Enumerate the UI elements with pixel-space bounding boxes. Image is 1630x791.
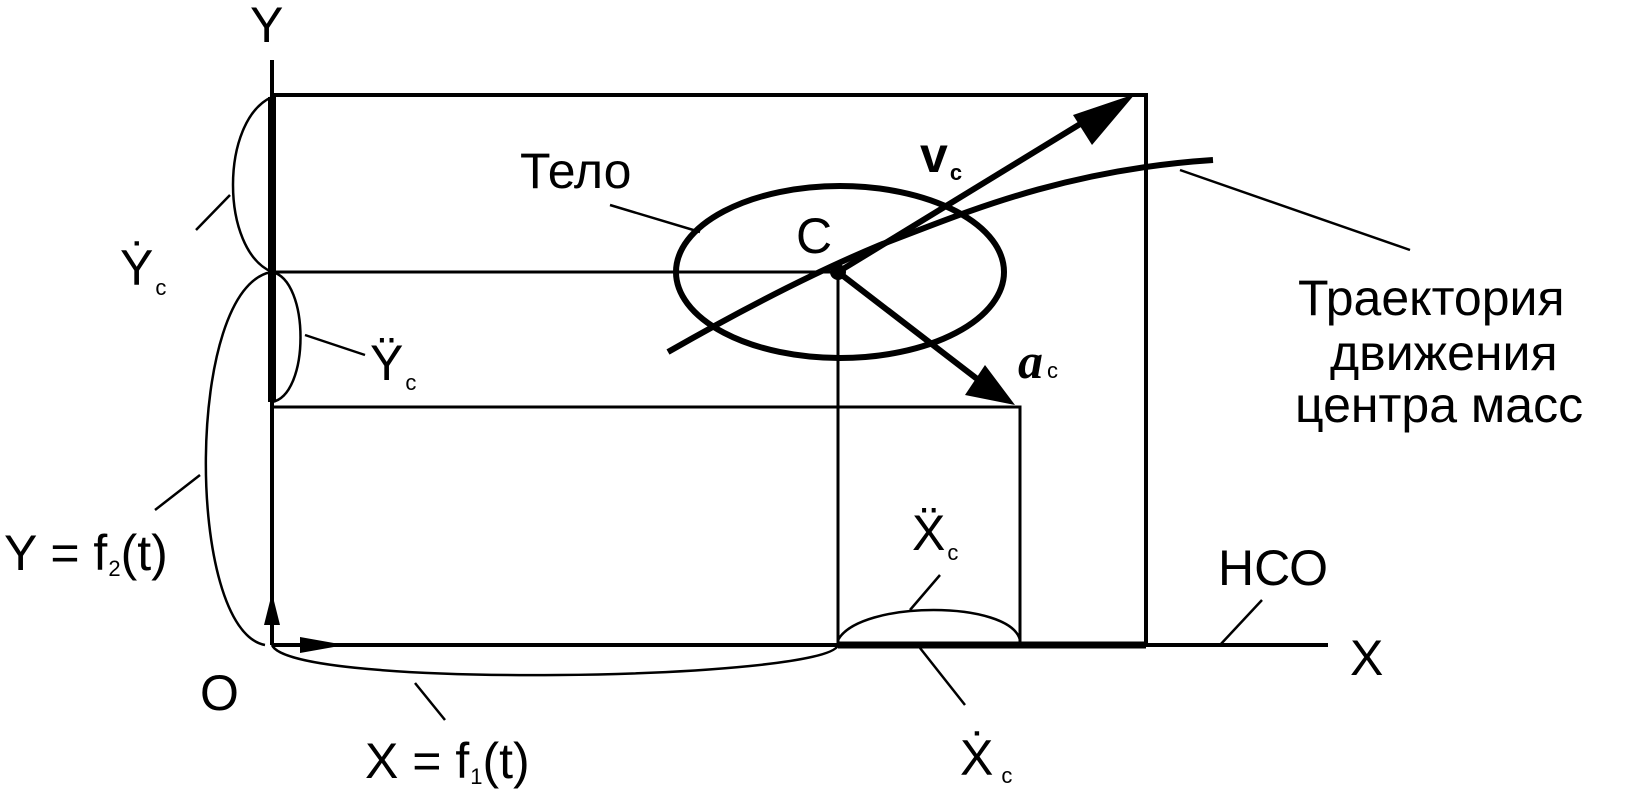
acceleration-vector-shaft <box>836 269 987 388</box>
acceleration-vector-head <box>965 365 1015 405</box>
trajectory-label-line1: Траектория <box>1298 270 1565 326</box>
trajectory-curve <box>666 157 1214 355</box>
x-ddot-bracket <box>836 608 1022 641</box>
x-func-leader <box>414 682 446 721</box>
y-axis-label: Y <box>250 0 283 53</box>
origin-label: O <box>200 665 239 721</box>
x-axis-label: X <box>1350 630 1383 686</box>
center-label: C <box>796 208 832 264</box>
y-unit-arrow-head <box>264 593 280 625</box>
x-ddot-leader <box>909 574 941 611</box>
y-func-bracket <box>204 270 273 647</box>
y-dot-bracket <box>231 95 273 274</box>
center-of-mass-point <box>830 264 846 280</box>
velocity-subscript: c <box>950 160 962 185</box>
trajectory-label-line2: движения <box>1330 325 1558 381</box>
y-ddot-bracket <box>271 270 302 404</box>
y-function-label: Y = f2(t) <box>4 525 168 581</box>
x-dot-leader <box>919 647 966 706</box>
velocity-vector-shaft <box>836 115 1092 275</box>
x-ddot-label: Ẍc <box>912 505 958 565</box>
body-leader <box>609 203 701 234</box>
x-func-bracket <box>270 644 840 677</box>
velocity-label: vc <box>920 127 962 185</box>
trajectory-label-line3: центра масс <box>1295 377 1583 433</box>
y-ddot-leader <box>304 333 366 357</box>
frame-leader <box>1219 599 1263 646</box>
x-unit-arrow-head <box>300 637 345 653</box>
body-ellipse <box>673 183 1007 361</box>
y-dot-label: Ẏc <box>120 240 166 300</box>
x-function-label: X = f1(t) <box>365 733 530 789</box>
frame-label: НСО <box>1218 540 1328 596</box>
velocity-vector-head <box>1073 94 1135 145</box>
velocity-projection-lines <box>272 93 1148 645</box>
y-ddot-label: Ÿc <box>370 335 416 395</box>
trajectory-leader <box>1179 168 1411 252</box>
y-func-leader <box>154 474 201 511</box>
acceleration-projection-lines <box>272 405 1022 645</box>
acceleration-subscript: c <box>1047 358 1058 383</box>
body-label: Тело <box>520 143 631 199</box>
y-dot-leader <box>195 194 231 231</box>
